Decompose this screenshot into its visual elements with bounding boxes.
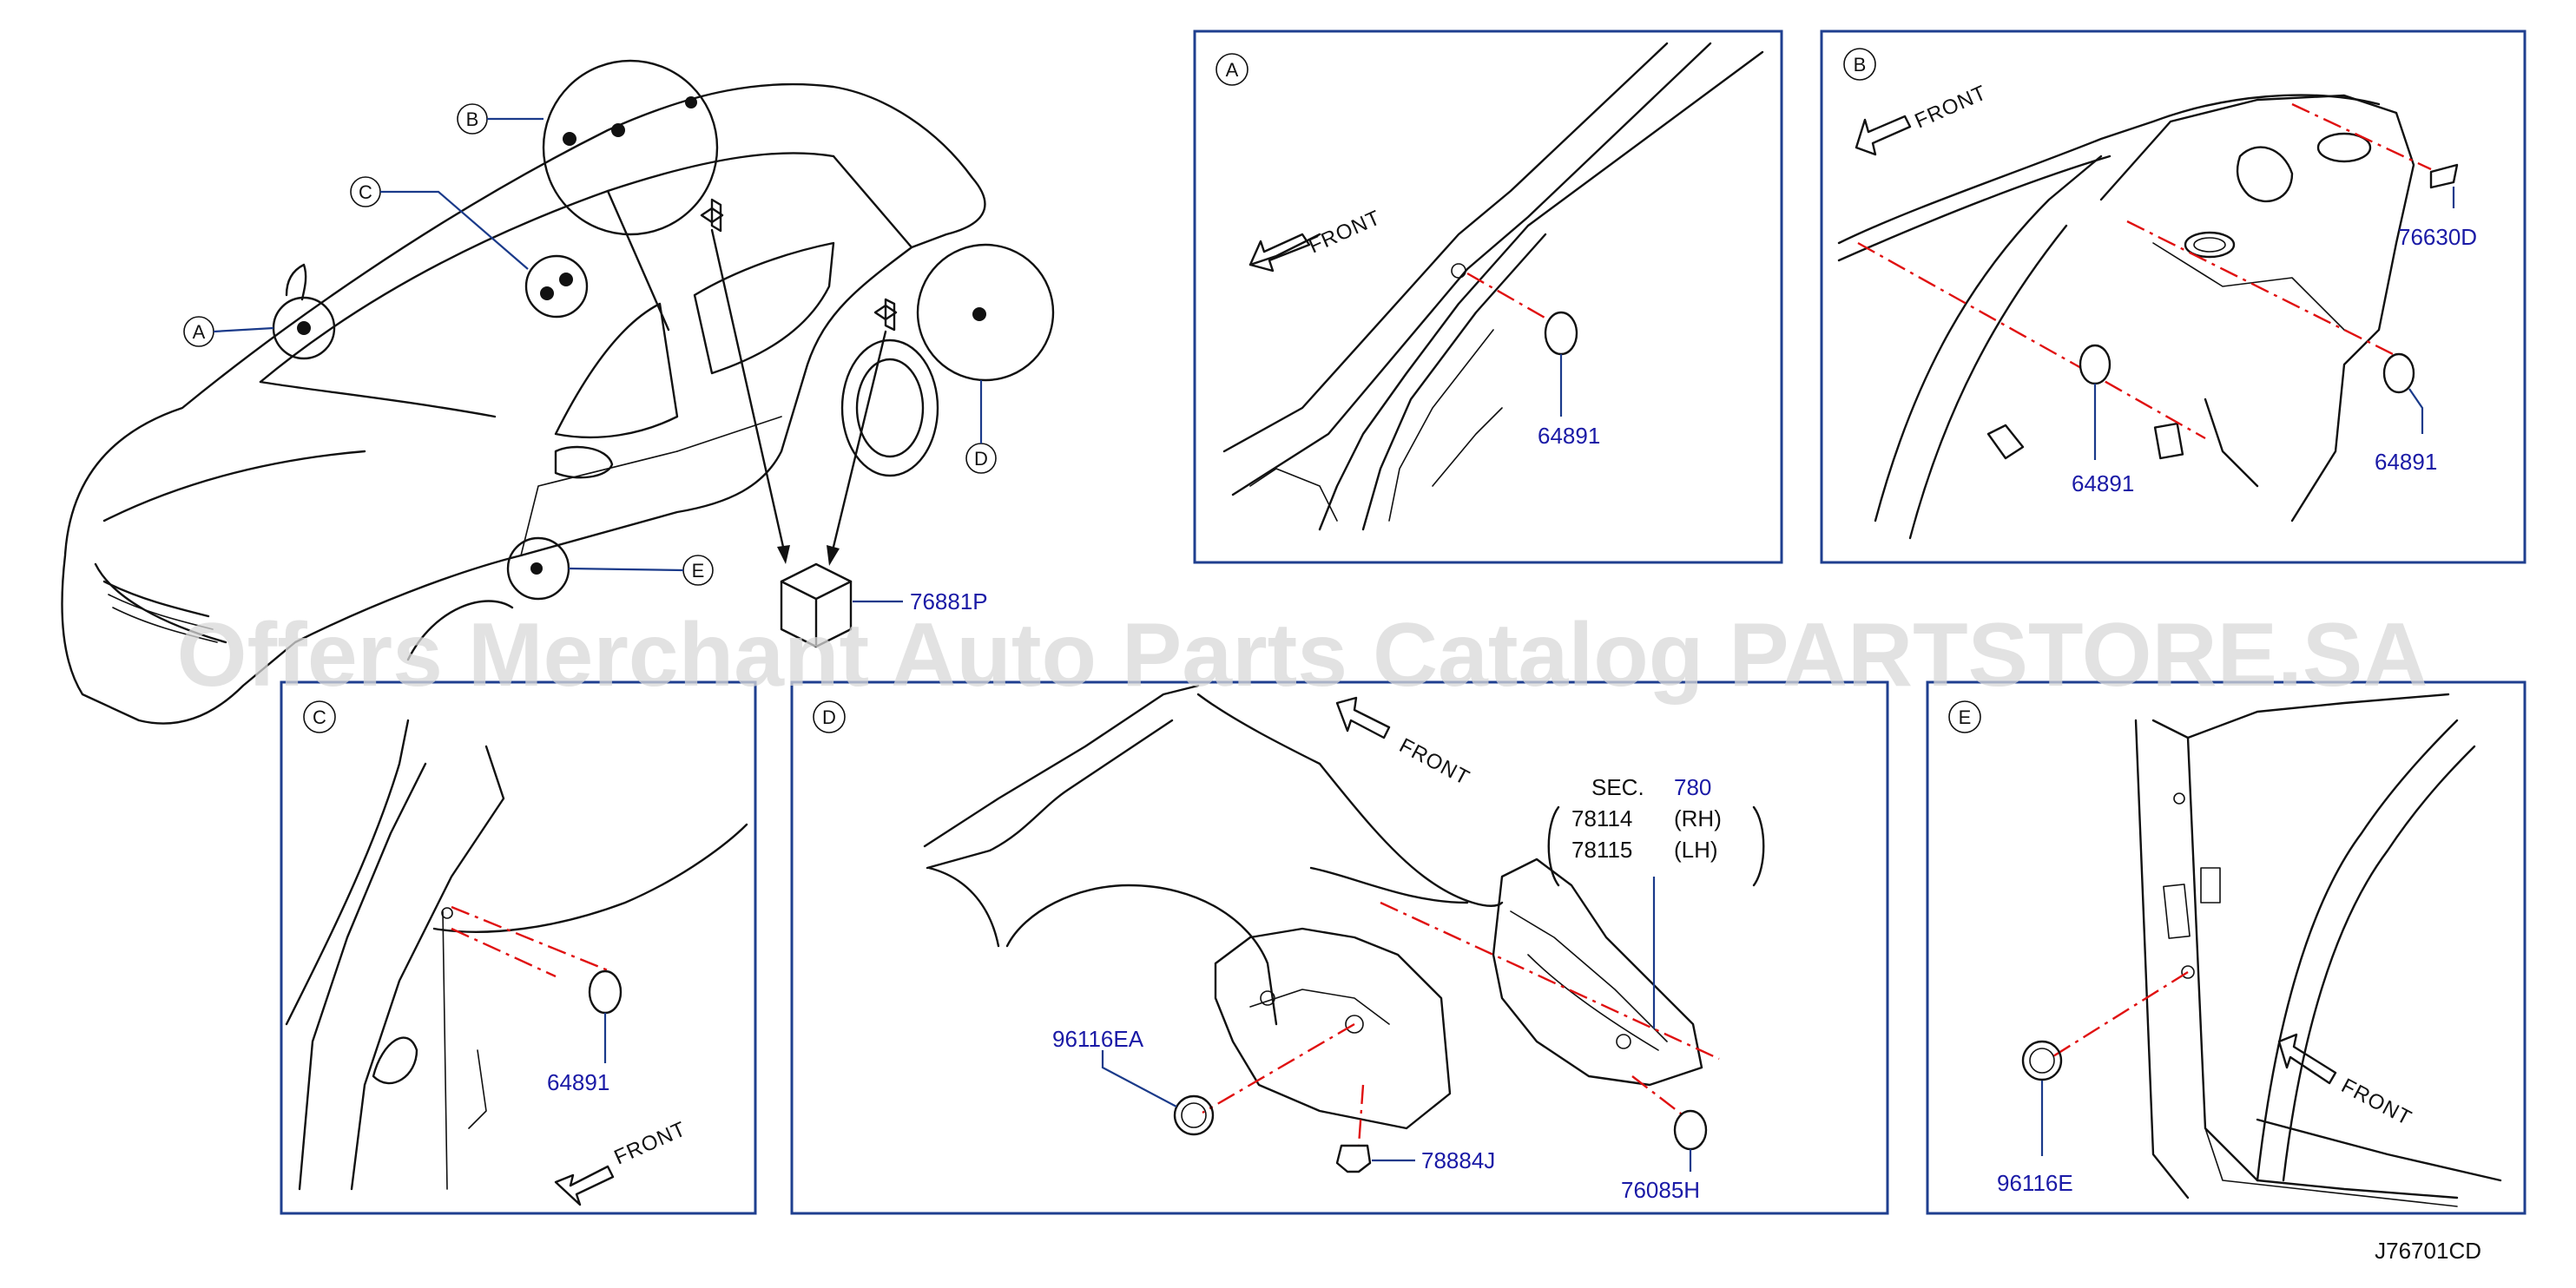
section-item-78115-code: 78115 — [1571, 837, 1632, 863]
panel-d-part-78884j-label: 78884J — [1421, 1147, 1495, 1173]
panel-d-front-label: FRONT — [1395, 733, 1473, 790]
detail-panel-a — [1193, 30, 1783, 564]
marker-d-label: D — [974, 448, 988, 470]
panel-b-part-64891-right-label: 64891 — [2375, 449, 2437, 475]
panel-c-part-64891-label: 64891 — [547, 1069, 609, 1095]
panel-b-part-64891-left-label: 64891 — [2072, 470, 2134, 496]
overview-markers — [272, 59, 1055, 601]
watermark-text: Offers Merchant Auto Parts Catalog PARTS… — [177, 605, 2428, 706]
section-prefix: SEC. — [1591, 774, 1644, 800]
panel-d-letter: D — [822, 706, 836, 728]
panel-e-part-96116e-label: 96116E — [1997, 1170, 2073, 1196]
panel-b-part-76630d-label: 76630D — [2398, 224, 2477, 250]
section-item-78114-code: 78114 — [1571, 805, 1632, 831]
panel-d-part-76085h-label: 76085H — [1621, 1177, 1700, 1203]
section-item-78114-side: (RH) — [1674, 805, 1722, 831]
panel-a-part-64891-label: 64891 — [1538, 423, 1600, 449]
panel-c-front-label: FRONT — [610, 1117, 689, 1169]
panel-c-letter: C — [313, 706, 326, 728]
marker-b-label: B — [466, 108, 479, 130]
panel-e-drawing: E FRONT 96116E — [1948, 693, 2502, 1207]
panel-d-section-reference: SEC. 780 78114 (RH) 78115 (LH) — [1547, 774, 1765, 887]
panel-a-drawing: A FRONT 64891 — [1216, 42, 1764, 531]
panel-b-front-label: FRONT — [1911, 81, 1990, 133]
overview-marker-labels: B C A D E — [183, 103, 997, 586]
panel-a-front-label: FRONT — [1305, 206, 1384, 258]
marker-e-label: E — [692, 560, 705, 582]
panel-c-drawing: C 64891 FRONT — [285, 700, 748, 1206]
panel-a-letter: A — [1226, 59, 1239, 81]
panel-d-part-96116ea-label: 96116EA — [1052, 1026, 1144, 1052]
detail-panel-e — [1926, 680, 2527, 1215]
panel-b-drawing: B FRONT 64891 64891 76630D — [1837, 48, 2477, 540]
panel-e-letter: E — [1959, 706, 1972, 728]
diagram-id: J76701CD — [2375, 1238, 2481, 1264]
part-76881p-label: 76881P — [910, 588, 988, 614]
section-number: 780 — [1674, 774, 1711, 800]
panel-e-front-label: FRONT — [2337, 1074, 2415, 1130]
panel-b-letter: B — [1854, 54, 1867, 76]
car-overview-drawing — [61, 82, 986, 725]
detail-panel-d — [790, 680, 1889, 1215]
part-76881p-group: 76881P — [700, 198, 988, 648]
section-item-78115-side: (LH) — [1674, 837, 1718, 863]
panel-d-drawing: D FRONT 96116EA 78884J 76085H SEC. — [813, 684, 1765, 1203]
marker-c-label: C — [359, 181, 372, 203]
detail-panel-c — [280, 680, 757, 1215]
marker-a-label: A — [193, 321, 206, 343]
detail-panel-b — [1820, 30, 2527, 564]
